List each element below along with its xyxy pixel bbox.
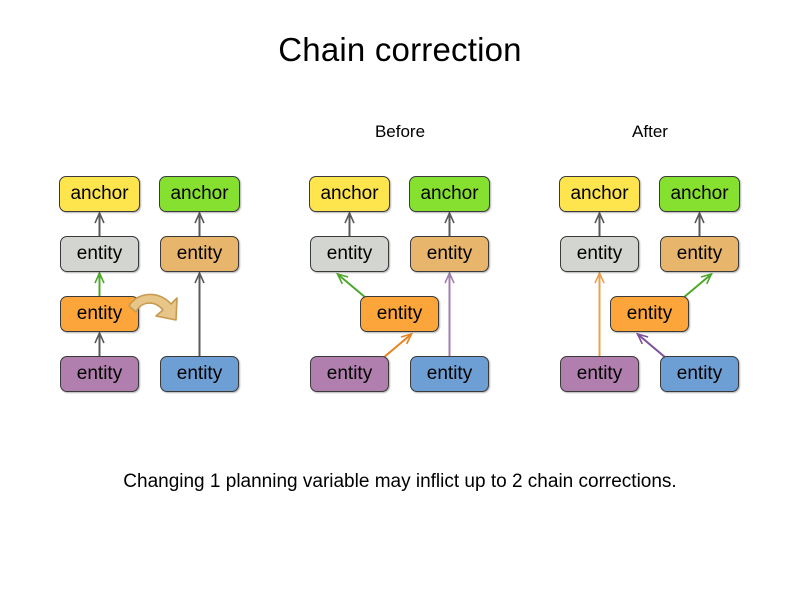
- chain-node-label: entity: [76, 243, 123, 264]
- slide-caption: Changing 1 planning variable may inflict…: [123, 471, 677, 492]
- chain-node-anchor[interactable]: anchor: [659, 176, 740, 212]
- chain-node-anchor[interactable]: anchor: [59, 176, 140, 212]
- chain-node-entity[interactable]: entity: [160, 236, 239, 272]
- chain-node-label: entity: [576, 363, 623, 384]
- chain-node-entity[interactable]: entity: [410, 236, 489, 272]
- chain-edge-arrow: [594, 211, 605, 236]
- chain-edge-arrow: [94, 271, 105, 296]
- chain-node-anchor[interactable]: anchor: [559, 176, 640, 212]
- chain-node-entity[interactable]: entity: [360, 296, 439, 332]
- chain-node-label: entity: [626, 303, 673, 324]
- chain-node-label: entity: [676, 363, 723, 384]
- chain-node-entity[interactable]: entity: [310, 356, 389, 392]
- chain-edge-arrow: [194, 211, 205, 236]
- chain-node-label: entity: [76, 303, 123, 324]
- chain-node-label: entity: [426, 363, 473, 384]
- chain-node-entity[interactable]: entity: [310, 236, 389, 272]
- panel-label-before: Before: [374, 122, 426, 141]
- chain-edge-arrow: [335, 272, 367, 299]
- chain-node-anchor[interactable]: anchor: [409, 176, 490, 212]
- chain-edge-arrow: [635, 332, 667, 359]
- page-title: Chain correction: [278, 31, 522, 68]
- chain-node-label: entity: [576, 243, 623, 264]
- chain-node-entity[interactable]: entity: [560, 236, 639, 272]
- chain-node-entity[interactable]: entity: [60, 296, 139, 332]
- chain-node-entity[interactable]: entity: [560, 356, 639, 392]
- chain-node-label: anchor: [670, 183, 729, 204]
- chain-node-label: entity: [426, 243, 473, 264]
- chain-node-entity[interactable]: entity: [410, 356, 489, 392]
- panel-label-after: After: [632, 122, 668, 141]
- chain-node-entity[interactable]: entity: [160, 356, 239, 392]
- chain-node-anchor[interactable]: anchor: [159, 176, 240, 212]
- chain-node-entity[interactable]: entity: [660, 356, 739, 392]
- chain-node-label: anchor: [320, 183, 379, 204]
- chain-node-label: entity: [176, 243, 223, 264]
- chain-node-entity[interactable]: entity: [660, 236, 739, 272]
- chain-node-anchor[interactable]: anchor: [309, 176, 390, 212]
- chain-edge-arrow: [94, 331, 105, 356]
- chain-node-label: entity: [376, 303, 423, 324]
- chain-node-label: entity: [326, 363, 373, 384]
- chain-node-entity[interactable]: entity: [60, 236, 139, 272]
- chain-edge-arrow: [682, 272, 714, 299]
- chain-edge-arrow: [382, 332, 414, 359]
- chain-edge-arrow: [444, 211, 455, 236]
- chain-node-label: anchor: [70, 183, 129, 204]
- chain-edge-arrow: [444, 271, 455, 356]
- chain-node-label: entity: [676, 243, 723, 264]
- chain-node-label: entity: [326, 243, 373, 264]
- chain-edge-arrow: [194, 271, 205, 356]
- chain-edge-arrow: [344, 211, 355, 236]
- chain-node-entity[interactable]: entity: [610, 296, 689, 332]
- chain-node-entity[interactable]: entity: [60, 356, 139, 392]
- chain-node-label: entity: [76, 363, 123, 384]
- chain-edge-arrow: [694, 211, 705, 236]
- chain-node-label: anchor: [170, 183, 229, 204]
- chain-node-label: anchor: [570, 183, 629, 204]
- chain-edge-arrow: [94, 211, 105, 236]
- chain-edge-arrow: [594, 271, 605, 356]
- chain-node-label: anchor: [420, 183, 479, 204]
- chain-node-label: entity: [176, 363, 223, 384]
